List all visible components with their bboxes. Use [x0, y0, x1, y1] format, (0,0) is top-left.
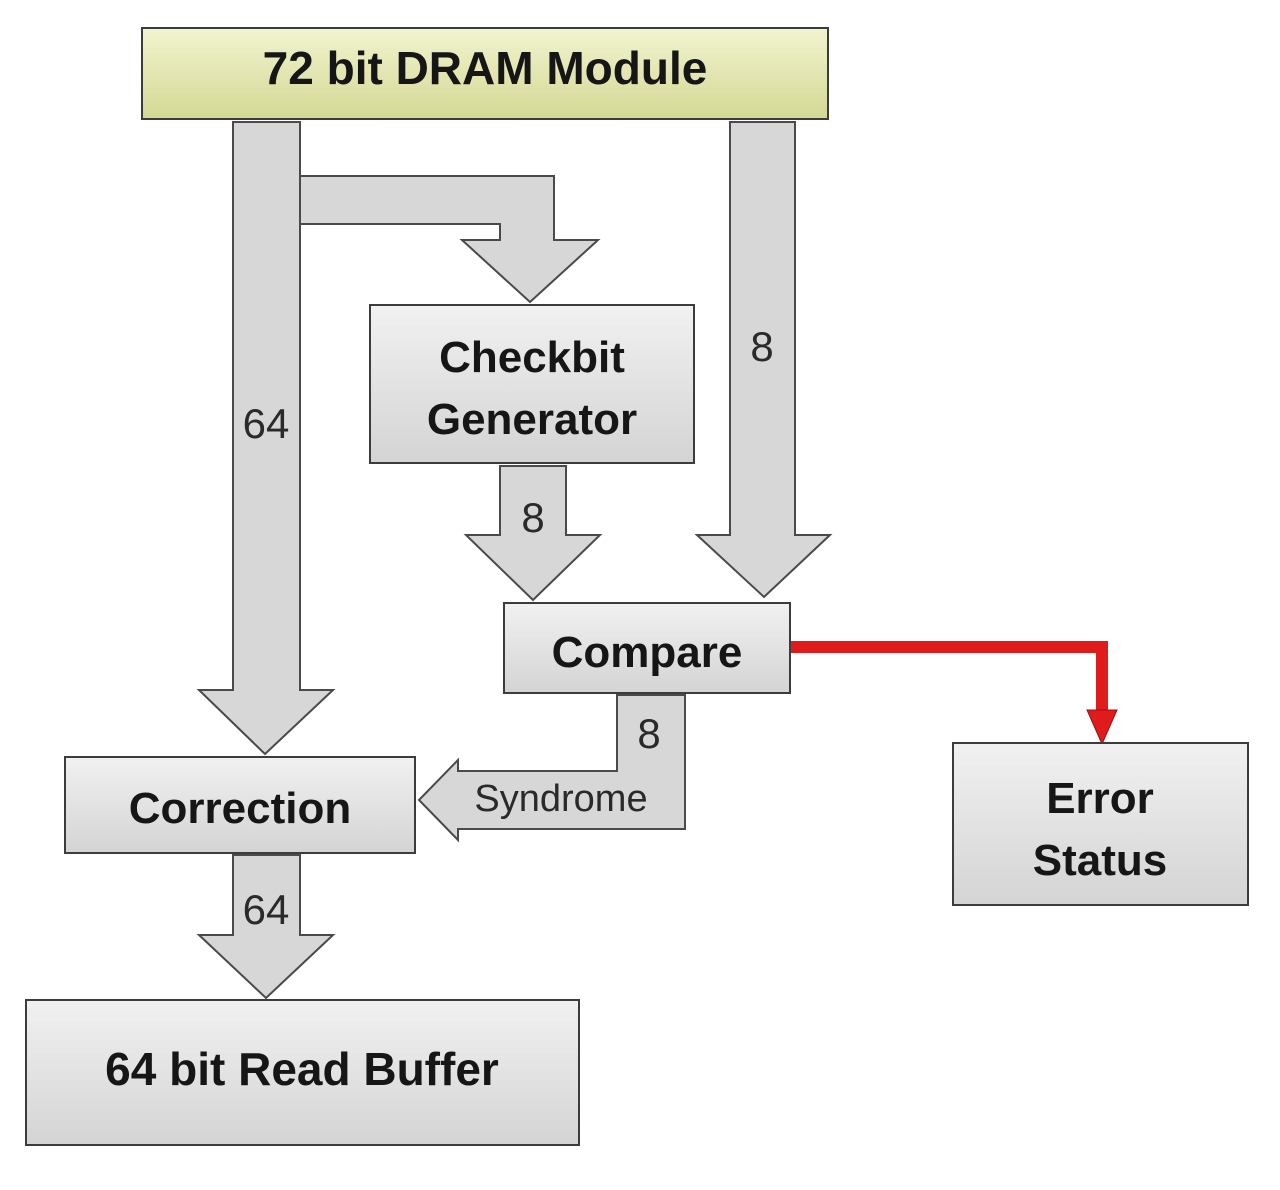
compare-box: Compare [503, 602, 791, 694]
syndrome-width-label: 8 [637, 710, 660, 757]
check-width-generated-label: 8 [521, 494, 544, 541]
checkbit-generator-label-line1: Checkbit [439, 333, 625, 382]
syndrome-arrow [417, 694, 686, 843]
error-status-box: Error Status [952, 742, 1249, 906]
check-bits-arrow [694, 121, 833, 599]
output-arrow [196, 854, 336, 1000]
generated-bits-arrow [463, 465, 603, 602]
dram-module-label: 72 bit DRAM Module [263, 42, 708, 94]
read-buffer-label: 64 bit Read Buffer [105, 1043, 499, 1095]
checkbit-generator-box: Checkbit Generator [369, 304, 695, 464]
correction-box: Correction [64, 756, 416, 854]
syndrome-label: Syndrome [474, 778, 647, 820]
output-width-label: 64 [243, 886, 290, 933]
read-buffer-box: 64 bit Read Buffer [25, 999, 580, 1146]
data-width-label: 64 [243, 400, 290, 447]
compare-label: Compare [552, 628, 743, 677]
error-status-label-line2: Status [1033, 836, 1167, 885]
correction-label: Correction [129, 784, 351, 833]
checkbit-input-arrow [299, 175, 601, 304]
dram-module-box: 72 bit DRAM Module [141, 27, 829, 120]
check-width-direct-label: 8 [750, 323, 773, 370]
checkbit-generator-label-line2: Generator [427, 395, 637, 444]
error-status-label-line1: Error [1046, 774, 1154, 823]
error-status-line [790, 641, 1108, 712]
error-arrowhead [1086, 709, 1118, 746]
